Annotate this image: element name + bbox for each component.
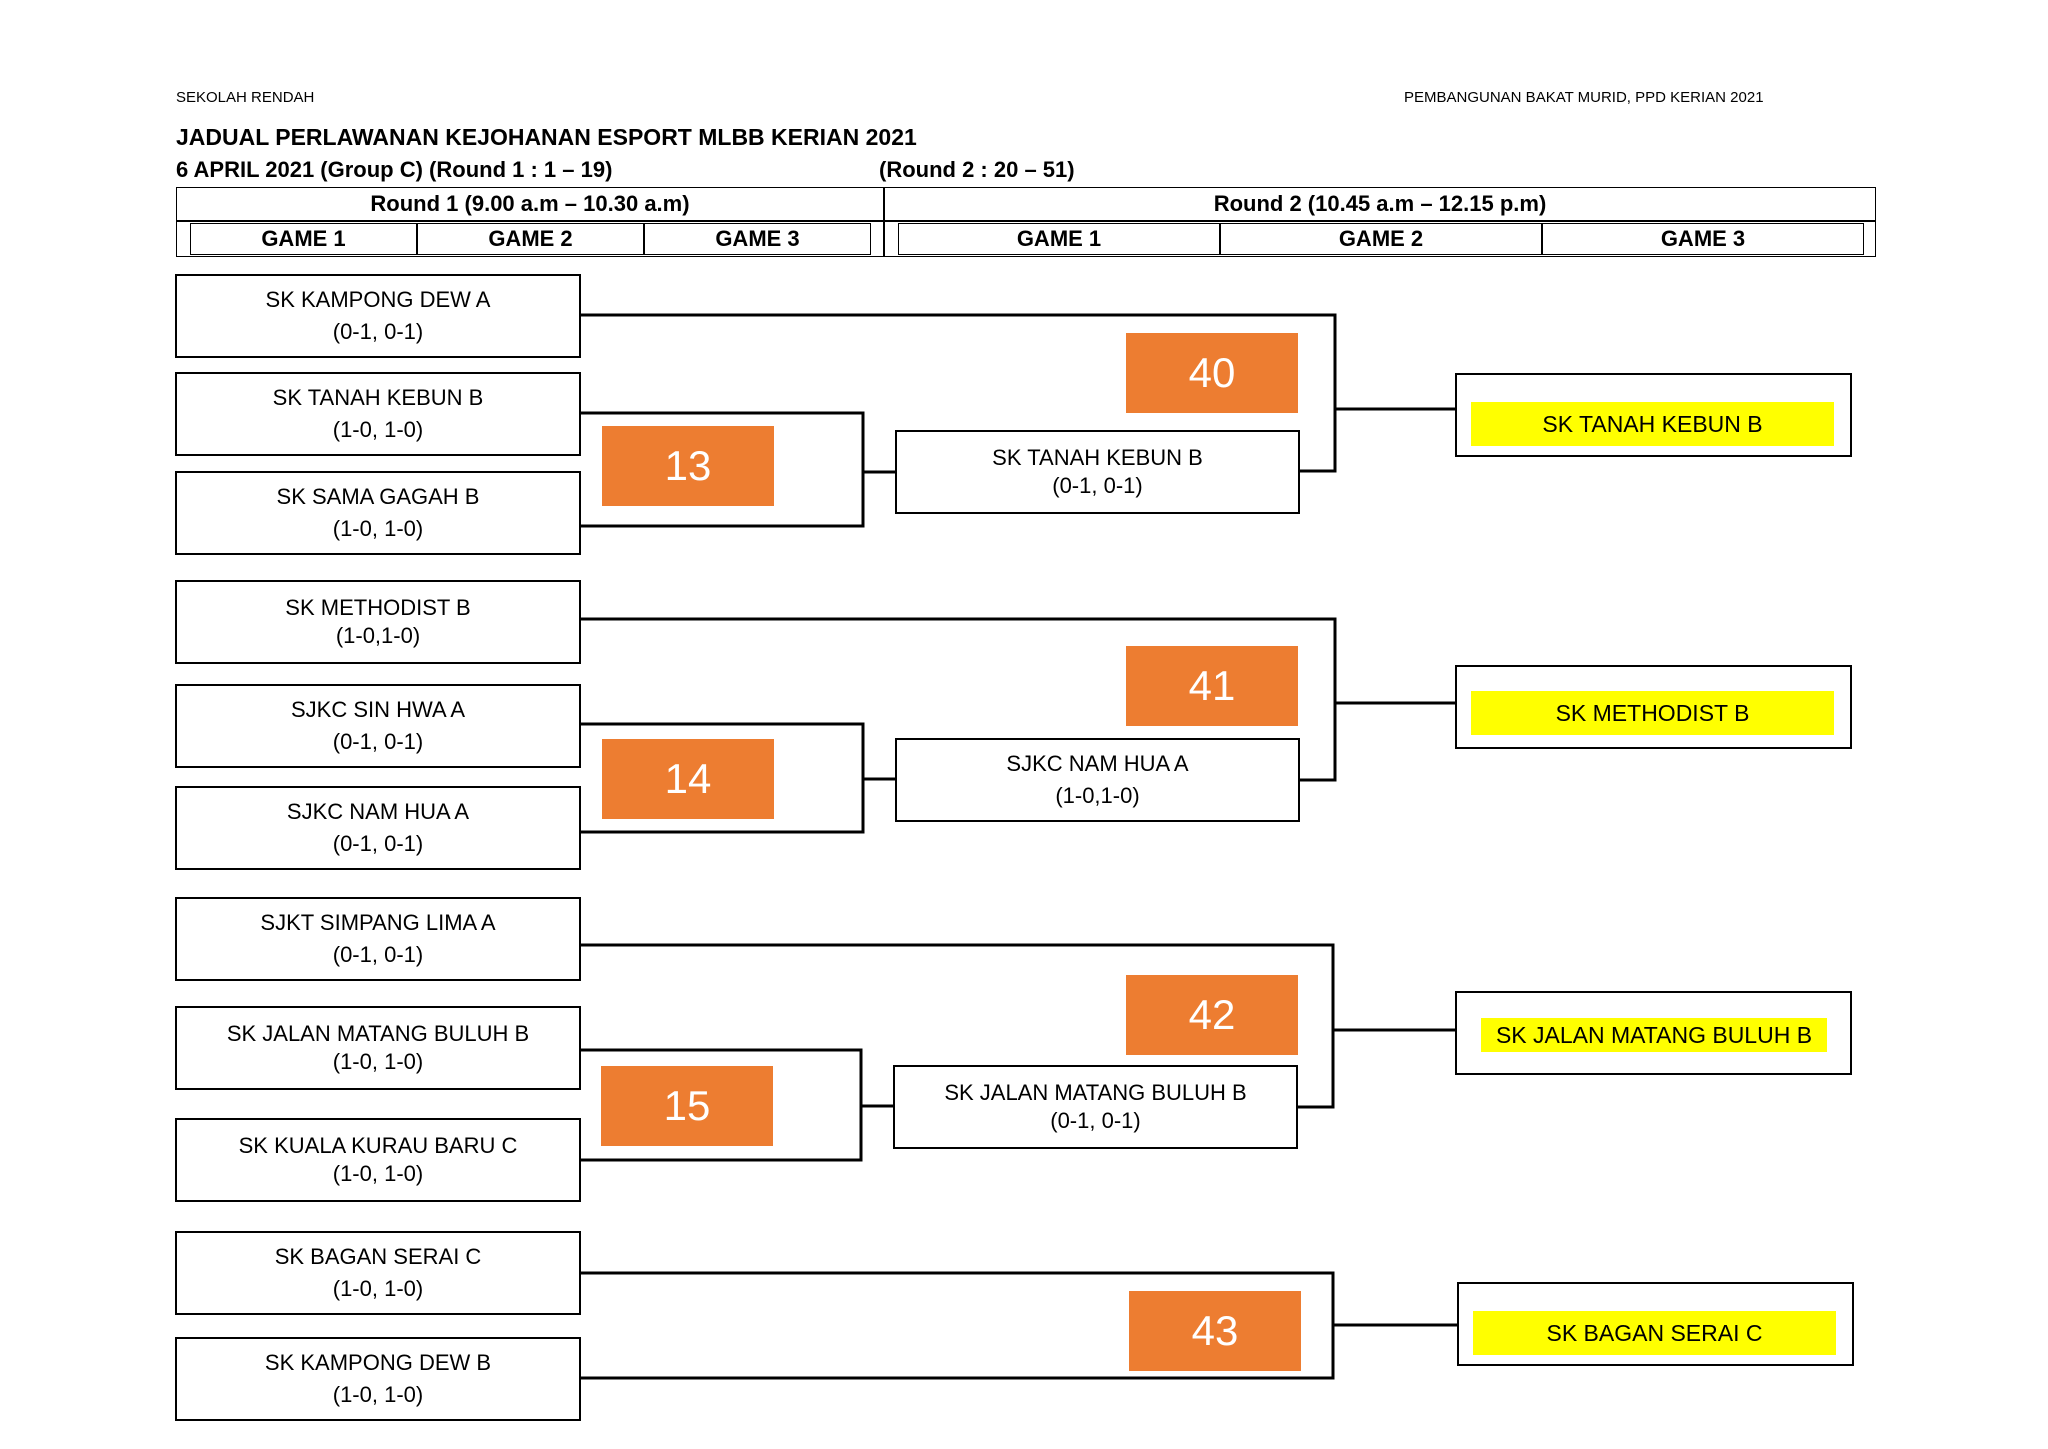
team-score: (0-1, 0-1) bbox=[332, 831, 424, 856]
page-title: JADUAL PERLAWANAN KEJOHANAN ESPORT MLBB … bbox=[176, 124, 917, 150]
winner-label: SK BAGAN SERAI C bbox=[1473, 1311, 1836, 1355]
team-name: SJKC SIN HWA A bbox=[290, 697, 465, 722]
round2-game1: GAME 1 bbox=[898, 223, 1220, 255]
winner-box: SK METHODIST B bbox=[1455, 665, 1852, 749]
round1-game2: GAME 2 bbox=[417, 223, 644, 255]
team-score: (1-0, 1-0) bbox=[332, 1049, 424, 1074]
team-score: (0-1, 0-1) bbox=[332, 319, 424, 344]
team-name: SK METHODIST B bbox=[285, 595, 471, 620]
team-name: SK KAMPONG DEW A bbox=[265, 287, 491, 312]
team-score: (1-0, 1-0) bbox=[332, 1276, 424, 1301]
winner-label: SK METHODIST B bbox=[1471, 691, 1834, 735]
team-box: SJKC SIN HWA A (0-1, 0-1) bbox=[175, 684, 581, 768]
team-box: SJKT SIMPANG LIMA A (0-1, 0-1) bbox=[175, 897, 581, 981]
team-box: SK KAMPONG DEW B (1-0, 1-0) bbox=[175, 1337, 581, 1421]
match-number-badge: 14 bbox=[602, 739, 774, 819]
round1-header: Round 1 (9.00 a.m – 10.30 a.m) bbox=[176, 187, 884, 221]
team-score: (1-0, 1-0) bbox=[332, 417, 424, 442]
team-name: SK KUALA KURAU BARU C bbox=[238, 1133, 518, 1158]
team-name: SJKC NAM HUA A bbox=[286, 799, 470, 824]
team-name: SK KAMPONG DEW B bbox=[264, 1350, 492, 1375]
team-name: SJKT SIMPANG LIMA A bbox=[260, 910, 496, 935]
header-left-label: SEKOLAH RENDAH bbox=[176, 89, 315, 106]
team-box: SK TANAH KEBUN B (0-1, 0-1) bbox=[895, 430, 1300, 514]
team-score: (1-0, 1-0) bbox=[332, 516, 424, 541]
team-name: SK JALAN MATANG BULUH B bbox=[226, 1021, 530, 1046]
team-score: (1-0, 1-0) bbox=[332, 1382, 424, 1407]
winner-box: SK TANAH KEBUN B bbox=[1455, 373, 1852, 457]
team-box: SJKC NAM HUA A (1-0,1-0) bbox=[895, 738, 1300, 822]
match-number-badge: 13 bbox=[602, 426, 774, 506]
team-box: SK BAGAN SERAI C (1-0, 1-0) bbox=[175, 1231, 581, 1315]
match-number-badge: 41 bbox=[1126, 646, 1298, 726]
winner-box: SK BAGAN SERAI C bbox=[1457, 1282, 1854, 1366]
team-name: SK TANAH KEBUN B bbox=[992, 445, 1203, 470]
match-number-badge: 15 bbox=[601, 1066, 773, 1146]
team-box: SK TANAH KEBUN B (1-0, 1-0) bbox=[175, 372, 581, 456]
team-name: SK BAGAN SERAI C bbox=[274, 1244, 482, 1269]
team-score: (0-1, 0-1) bbox=[1052, 473, 1143, 498]
team-box: SK JALAN MATANG BULUH B (0-1, 0-1) bbox=[893, 1065, 1298, 1149]
team-score: (1-0,1-0) bbox=[1055, 783, 1140, 808]
round2-games-frame bbox=[884, 221, 1876, 257]
schedule-table: Round 1 (9.00 a.m – 10.30 a.m) Round 2 (… bbox=[176, 187, 1876, 257]
match-number-badge: 43 bbox=[1129, 1291, 1301, 1371]
match-number-badge: 40 bbox=[1126, 333, 1298, 413]
round1-games-frame bbox=[176, 221, 884, 257]
team-name: SK SAMA GAGAH B bbox=[276, 484, 480, 509]
team-name: SK JALAN MATANG BULUH B bbox=[944, 1080, 1247, 1105]
team-score: (1-0, 1-0) bbox=[332, 1161, 424, 1186]
header-right-label: PEMBANGUNAN BAKAT MURID, PPD KERIAN 2021 bbox=[1404, 89, 1764, 106]
team-score: (0-1, 0-1) bbox=[332, 942, 424, 967]
winner-label: SK JALAN MATANG BULUH B bbox=[1481, 1018, 1827, 1052]
match-number-badge: 42 bbox=[1126, 975, 1298, 1055]
round1-game3: GAME 3 bbox=[644, 223, 871, 255]
winner-box: SK JALAN MATANG BULUH B bbox=[1455, 991, 1852, 1075]
team-name: SK TANAH KEBUN B bbox=[272, 385, 484, 410]
team-box: SJKC NAM HUA A (0-1, 0-1) bbox=[175, 786, 581, 870]
round2-game2: GAME 2 bbox=[1220, 223, 1542, 255]
team-score: (1-0,1-0) bbox=[335, 623, 421, 648]
winner-label: SK TANAH KEBUN B bbox=[1471, 402, 1834, 446]
team-box: SK KUALA KURAU BARU C (1-0, 1-0) bbox=[175, 1118, 581, 1202]
team-box: SK SAMA GAGAH B (1-0, 1-0) bbox=[175, 471, 581, 555]
subtitle-round1: 6 APRIL 2021 (Group C) (Round 1 : 1 – 19… bbox=[176, 157, 613, 182]
round2-header: Round 2 (10.45 a.m – 12.15 p.m) bbox=[884, 187, 1876, 221]
team-box: SK JALAN MATANG BULUH B (1-0, 1-0) bbox=[175, 1006, 581, 1090]
team-box: SK METHODIST B (1-0,1-0) bbox=[175, 580, 581, 664]
team-score: (0-1, 0-1) bbox=[1050, 1108, 1141, 1133]
subtitle-round2: (Round 2 : 20 – 51) bbox=[879, 157, 1075, 182]
team-score: (0-1, 0-1) bbox=[332, 729, 424, 754]
team-name: SJKC NAM HUA A bbox=[1006, 751, 1189, 776]
round2-game3: GAME 3 bbox=[1542, 223, 1864, 255]
team-box: SK KAMPONG DEW A (0-1, 0-1) bbox=[175, 274, 581, 358]
round1-game1: GAME 1 bbox=[190, 223, 417, 255]
